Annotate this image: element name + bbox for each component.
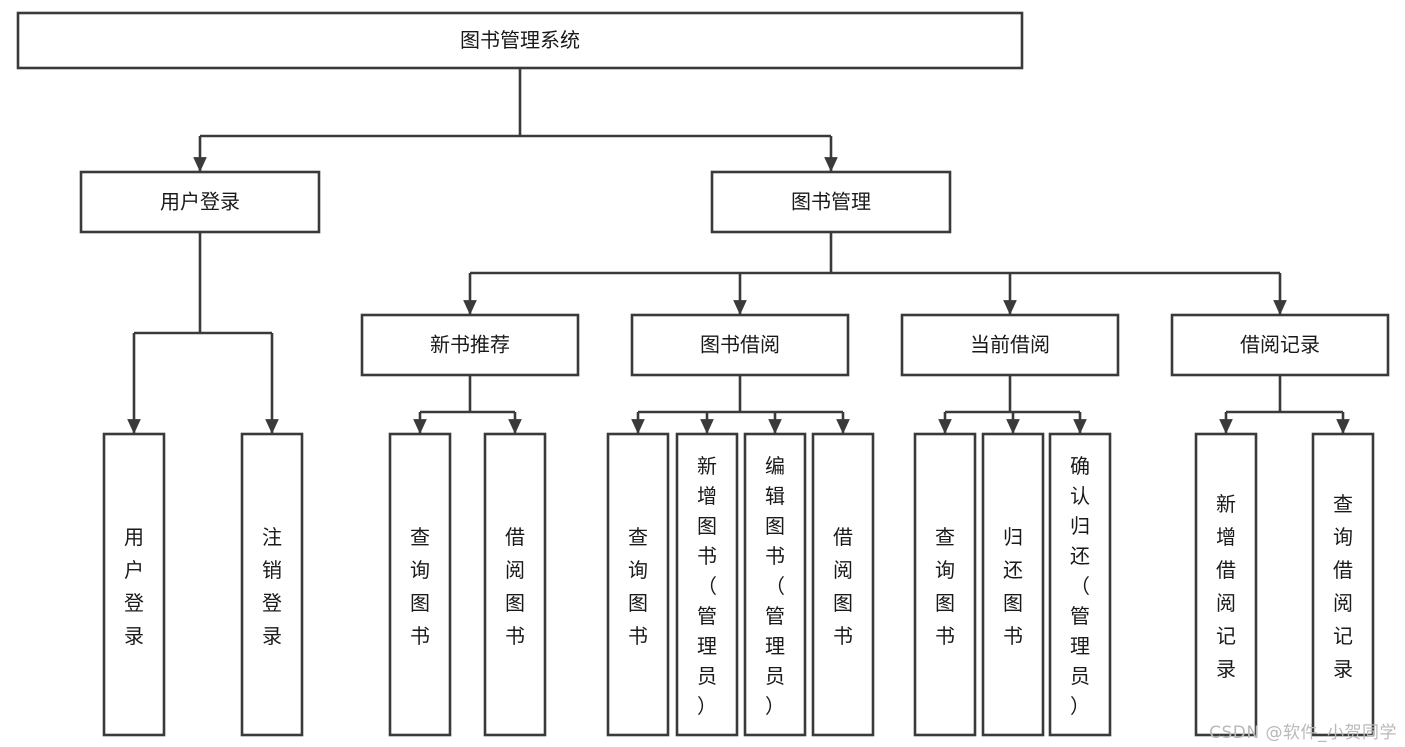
node-label-book-borrow: 图书借阅 [700,333,780,357]
node-book-borrow[interactable]: 图书借阅 [630,313,850,377]
node-box-leaf-query-book-3 [913,432,977,737]
node-label-leaf-add-book: 新增图书（管理员） [697,454,717,718]
node-box-leaf-borrow-book-1 [483,432,547,737]
node-label-leaf-query-book-1: 查询图书 [410,525,430,648]
node-user-login[interactable]: 用户登录 [79,170,321,234]
node-leaf-borrow-book-2[interactable]: 借阅图书 [811,432,875,737]
arrow-head-icon-book-manage [824,157,838,172]
node-current-borrow[interactable]: 当前借阅 [900,313,1120,377]
connector-layer [127,68,1350,434]
node-label-borrow-record: 借阅记录 [1240,333,1320,357]
node-leaf-borrow-book-1[interactable]: 借阅图书 [483,432,547,737]
node-leaf-add-record[interactable]: 新增借阅记录 [1194,432,1258,737]
arrow-head-icon-new-book-rec [463,300,477,315]
node-leaf-query-book-2[interactable]: 查询图书 [606,432,670,737]
node-leaf-user-logout[interactable]: 注销登录 [240,432,304,737]
node-leaf-query-book-3[interactable]: 查询图书 [913,432,977,737]
node-label-leaf-query-book-2: 查询图书 [628,525,648,648]
node-label-leaf-borrow-book-2: 借阅图书 [833,525,853,648]
node-label-root: 图书管理系统 [460,28,580,52]
node-label-current-borrow: 当前借阅 [970,333,1050,357]
arrow-head-icon-leaf-borrow-book-1 [508,419,522,434]
node-label-leaf-edit-book: 编辑图书（管理员） [765,454,785,718]
arrow-head-icon-leaf-query-book-2 [631,419,645,434]
node-box-leaf-query-book-1 [388,432,452,737]
node-box-leaf-borrow-book-2 [811,432,875,737]
node-box-book-manage [710,170,952,234]
node-label-leaf-add-record: 新增借阅记录 [1216,492,1236,681]
node-box-root [16,11,1024,70]
node-label-new-book-rec: 新书推荐 [430,333,510,357]
arrow-head-icon-leaf-add-book [700,419,714,434]
arrow-head-icon-leaf-user-login [127,419,141,434]
node-label-leaf-confirm-return: 确认归还（管理员） [1070,454,1090,718]
node-box-new-book-rec [360,313,580,377]
arrow-head-icon-leaf-edit-book [768,419,782,434]
node-box-leaf-confirm-return [1048,432,1112,737]
node-leaf-edit-book[interactable]: 编辑图书（管理员） [743,432,807,737]
node-label-leaf-borrow-book-1: 借阅图书 [505,525,525,648]
arrow-head-icon-leaf-confirm-return [1073,419,1087,434]
node-label-leaf-user-logout: 注销登录 [262,525,282,648]
node-new-book-rec[interactable]: 新书推荐 [360,313,580,377]
node-layer: 图书管理系统用户登录图书管理新书推荐图书借阅当前借阅借阅记录用户登录注销登录查询… [16,11,1390,737]
node-box-leaf-user-login [102,432,166,737]
arrow-head-icon-borrow-record [1273,300,1287,315]
node-box-leaf-add-book [675,432,739,737]
arrow-head-icon-user-login [193,157,207,172]
node-box-leaf-edit-book [743,432,807,737]
arrow-head-icon-leaf-add-record [1219,419,1233,434]
arrow-head-icon-leaf-borrow-book-2 [836,419,850,434]
node-box-leaf-return-book [981,432,1045,737]
node-borrow-record[interactable]: 借阅记录 [1170,313,1390,377]
node-box-leaf-query-book-2 [606,432,670,737]
node-leaf-return-book[interactable]: 归还图书 [981,432,1045,737]
node-leaf-confirm-return[interactable]: 确认归还（管理员） [1048,432,1112,737]
node-box-leaf-add-record [1194,432,1258,737]
node-leaf-add-book[interactable]: 新增图书（管理员） [675,432,739,737]
node-leaf-user-login[interactable]: 用户登录 [102,432,166,737]
node-box-book-borrow [630,313,850,377]
node-label-user-login: 用户登录 [160,190,240,214]
node-leaf-query-book-1[interactable]: 查询图书 [388,432,452,737]
node-leaf-query-record[interactable]: 查询借阅记录 [1311,432,1375,737]
node-label-book-manage: 图书管理 [791,190,871,214]
node-book-manage[interactable]: 图书管理 [710,170,952,234]
arrow-head-icon-leaf-return-book [1006,419,1020,434]
arrow-head-icon-leaf-query-book-3 [938,419,952,434]
node-label-leaf-return-book: 归还图书 [1003,525,1023,648]
node-box-user-login [79,170,321,234]
node-box-leaf-query-record [1311,432,1375,737]
node-label-leaf-user-login: 用户登录 [124,525,144,648]
node-box-current-borrow [900,313,1120,377]
arrow-head-icon-current-borrow [1003,300,1017,315]
arrow-head-icon-leaf-user-logout [265,419,279,434]
node-root[interactable]: 图书管理系统 [16,11,1024,70]
arrow-head-icon-leaf-query-record [1336,419,1350,434]
node-label-leaf-query-book-3: 查询图书 [935,525,955,648]
node-box-borrow-record [1170,313,1390,377]
node-label-leaf-query-record: 查询借阅记录 [1333,492,1353,681]
node-box-leaf-user-logout [240,432,304,737]
arrow-head-icon-book-borrow [733,300,747,315]
arrow-head-icon-leaf-query-book-1 [413,419,427,434]
